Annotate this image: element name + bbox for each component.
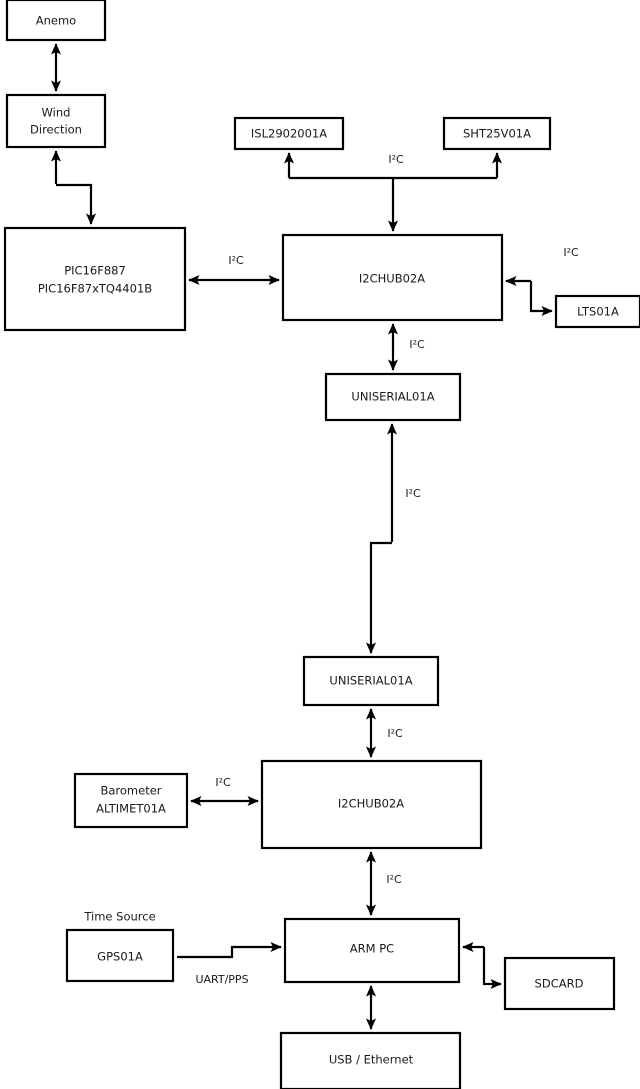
node-label-armpc: ARM PC [350,942,394,956]
edge-pic-i2chub-top: I²C [188,254,280,286]
node-label-pic-line1: PIC16F887 [64,264,126,278]
edge-uniserial-link: I²C [365,423,421,654]
node-usb-ethernet[interactable]: USB / Ethernet [279,1031,462,1089]
edge-label-pic-hub: I²C [228,254,244,267]
node-box[interactable] [65,928,175,983]
node-sht25v01a[interactable]: SHT25V01A [442,116,552,151]
node-box[interactable] [324,372,462,422]
node-label-anemo: Anemo [36,14,76,28]
node-box[interactable] [442,116,552,151]
node-box[interactable] [5,0,107,42]
node-i2chub02a-bottom[interactable]: I2CHUB02A [260,759,483,850]
node-label-barometer-line1: Barometer [100,784,161,798]
label-time-source: Time Source [83,910,155,924]
edge-label-hub-sensors: I²C [388,153,404,166]
node-box[interactable] [279,1031,462,1089]
node-label-uniserial-bot: UNISERIAL01A [329,674,412,688]
node-label-wind-line1: Wind [42,106,71,120]
node-label-pic-line2: PIC16F87xTQ4401B [38,282,152,296]
node-label-lts: LTS01A [577,305,619,319]
node-box[interactable] [260,759,483,850]
node-box[interactable] [233,116,345,151]
edge-label-uniserial-link: I²C [405,487,421,500]
node-label-usb: USB / Ethernet [329,1053,414,1067]
node-label-uniserial-top: UNISERIAL01A [351,390,434,404]
node-isl2902001a[interactable]: ISL2902001A [233,116,345,151]
node-pic-microcontroller[interactable]: PIC16F887 PIC16F87xTQ4401B [3,226,187,332]
edge-wind-direction-pic [50,150,97,225]
node-box[interactable] [503,956,616,1011]
edge-gps-armpc: UART/PPS [177,941,282,986]
node-box[interactable] [554,294,640,329]
node-label-hub-top: I2CHUB02A [359,272,425,286]
edge-label-uniserial-hubbot: I²C [387,727,403,740]
edge-label-gps-armpc: UART/PPS [195,973,248,986]
node-label-isl: ISL2902001A [251,127,327,141]
node-barometer-altimet01a[interactable]: Barometer ALTIMET01A [73,772,189,829]
node-lts01a[interactable]: LTS01A [554,294,640,329]
node-label-sdcard: SDCARD [535,977,584,991]
node-box[interactable] [73,772,189,829]
node-gps01a[interactable]: GPS01A [65,928,175,983]
node-box[interactable] [302,655,440,707]
edge-line-down [365,541,392,654]
node-box[interactable] [5,93,107,149]
node-anemo[interactable]: Anemo [5,0,107,42]
edge-line [177,941,282,959]
node-box[interactable] [3,226,187,332]
node-arm-pc[interactable]: ARM PC [283,917,461,984]
edge-i2chub-top-uniserial-top: I²C [387,323,425,371]
edge-label-hub-uniserial: I²C [409,338,425,351]
node-sdcard[interactable]: SDCARD [503,956,616,1011]
edge-barometer-i2chub-bot: I²C [190,776,259,807]
edge-label-hubbot-armpc: I²C [386,873,402,886]
node-uniserial01a-bottom[interactable]: UNISERIAL01A [302,655,440,707]
node-wind-direction[interactable]: Wind Direction [5,93,107,149]
node-box[interactable] [281,233,504,322]
node-label-hub-bot: I2CHUB02A [338,797,404,811]
edge-label-hub-lts: I²C [563,246,579,259]
node-label-gps: GPS01A [97,950,143,964]
edge-i2chub-top-sensors: I²C [283,152,503,232]
node-box[interactable] [283,917,461,984]
edge-uniserial-bot-i2chub-bot: I²C [365,708,403,758]
edge-line-down [56,183,97,225]
edge-label-barometer-hub: I²C [215,776,231,789]
node-i2chub02a-top[interactable]: I2CHUB02A [281,233,504,322]
edge-i2chub-top-lts01a: I²C [505,246,579,317]
edge-line-into-sdcard [482,947,502,990]
edge-armpc-sdcard [462,941,502,990]
node-label-wind-line2: Direction [30,123,82,137]
node-label-sht: SHT25V01A [463,127,531,141]
node-label-barometer-line2: ALTIMET01A [96,802,166,816]
edge-line-into-lts [529,281,553,317]
edge-i2chub-bot-armpc: I²C [365,851,402,916]
node-uniserial01a-top[interactable]: UNISERIAL01A [324,372,462,422]
